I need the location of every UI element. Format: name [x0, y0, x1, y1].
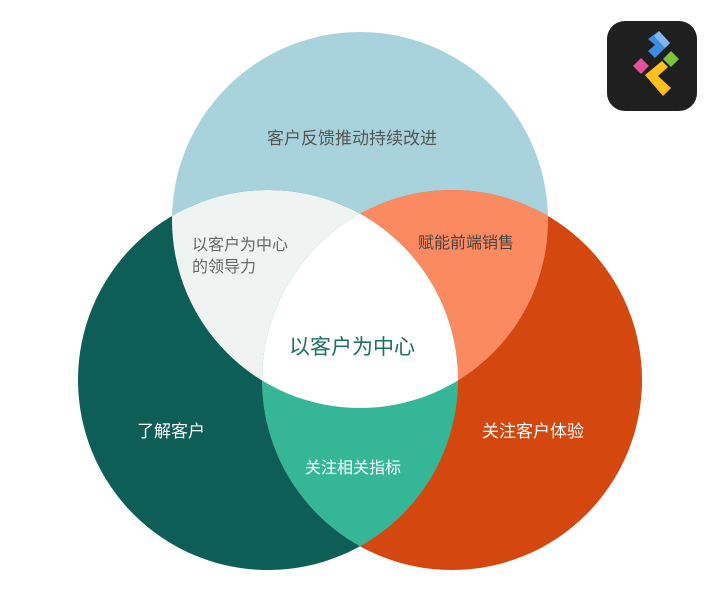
label-top: 客户反馈推动持续改进: [267, 129, 437, 149]
label-top-left-line1: 以客户为中心: [192, 235, 289, 254]
label-right: 关注客户体验: [482, 422, 584, 442]
label-top-left-line2: 的领导力: [192, 257, 257, 276]
label-top-right: 赋能前端销售: [418, 233, 515, 252]
label-top-left: 以客户为中心 的领导力: [192, 234, 288, 278]
logo-shapes-icon: [633, 31, 679, 96]
app-logo-icon: [607, 21, 697, 111]
label-center: 以客户为中心: [289, 335, 415, 359]
label-bottom: 关注相关指标: [305, 458, 402, 477]
label-left: 了解客户: [137, 422, 205, 442]
